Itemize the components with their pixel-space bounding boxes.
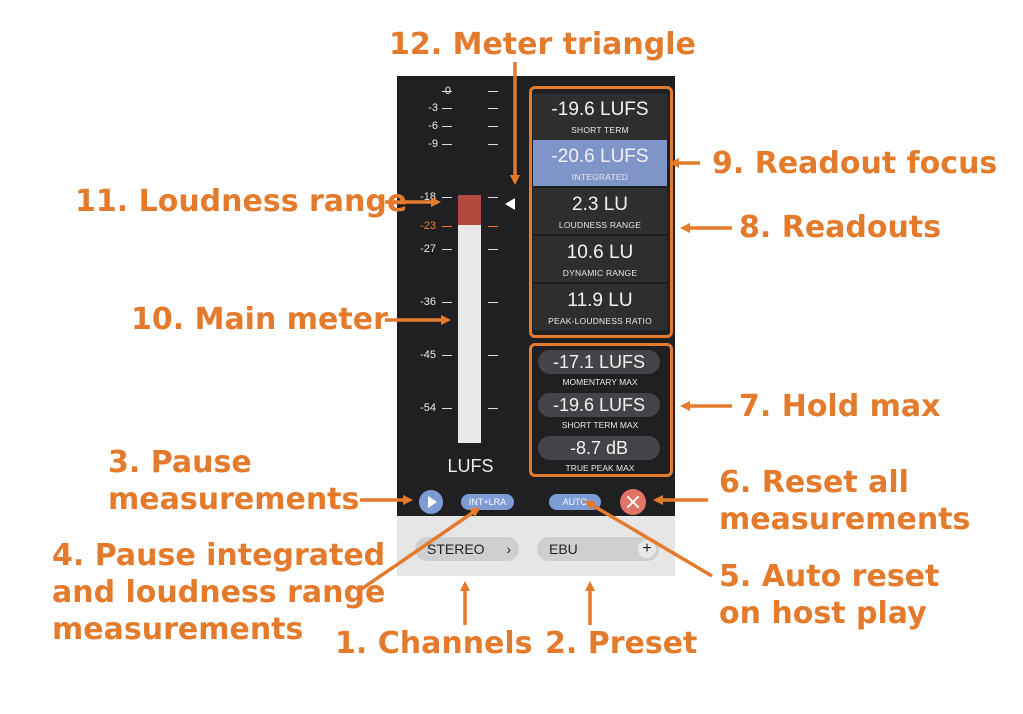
- arrow-auto-reset: [584, 500, 713, 578]
- hold-max-short-term[interactable]: [538, 393, 660, 417]
- callout-reset-line1: 6. Reset all: [719, 465, 909, 500]
- readout-short-term[interactable]: [533, 94, 667, 140]
- chevron-right-icon: ›: [506, 541, 511, 557]
- tick-mark: [488, 91, 498, 92]
- readout-dynamic-range[interactable]: [533, 236, 667, 282]
- readout-value: 11.9 LU: [567, 290, 633, 311]
- tick-mark: [488, 302, 498, 303]
- readout-label: DYNAMIC RANGE: [562, 268, 638, 278]
- tick-label: -9: [428, 138, 438, 150]
- loudness-range-marker: [458, 195, 481, 225]
- readout-label: PEAK-LOUDNESS RATIO: [548, 316, 652, 326]
- plus-icon[interactable]: +: [638, 540, 656, 558]
- tick-mark: [488, 126, 498, 127]
- hold-max-highlight-box: [529, 343, 673, 477]
- readout-value: 10.6 LU: [566, 242, 634, 263]
- hold-max-label: TRUE PEAK MAX: [565, 463, 635, 473]
- int-lra-pause-button[interactable]: INT+LRA: [461, 494, 514, 510]
- tick-mark: [442, 197, 452, 198]
- callout-readouts: 8. Readouts: [739, 210, 942, 245]
- callout-pause-line2: measurements: [108, 482, 360, 517]
- reset-all-icon[interactable]: [620, 489, 646, 515]
- hold-max-label: SHORT TERM MAX: [561, 420, 639, 430]
- tick-label: -54: [420, 402, 436, 414]
- readout-loudness-range[interactable]: [533, 188, 667, 234]
- tick-mark: [442, 408, 452, 409]
- callout-reset-line2: measurements: [719, 502, 971, 537]
- tick-mark: [488, 408, 498, 409]
- callout-main-meter: 10. Main meter: [131, 302, 388, 337]
- arrow-int-lra: [359, 507, 481, 592]
- tick-mark: [442, 126, 452, 127]
- tick-label-target: -23: [420, 220, 436, 232]
- main-meter-bar: [458, 195, 481, 443]
- callout-pause-line1: 3. Pause: [108, 445, 252, 480]
- tick-label: -27: [420, 243, 436, 255]
- readout-integrated-focused[interactable]: [533, 140, 667, 186]
- preset-label: EBU: [549, 541, 578, 557]
- meter-unit-label: LUFS: [447, 456, 494, 476]
- tick-mark: [488, 355, 498, 356]
- tick-mark: [488, 108, 498, 109]
- hold-max-true-peak[interactable]: [538, 436, 660, 460]
- pause-play-button[interactable]: [419, 490, 443, 514]
- callout-meter-triangle: 12. Meter triangle: [389, 27, 696, 62]
- lra-bracket-left: [: [452, 205, 456, 219]
- callout-preset: 2. Preset: [545, 626, 698, 661]
- hold-max-momentary[interactable]: [538, 350, 660, 374]
- callout-int-lra-line2: and loudness range: [52, 575, 386, 610]
- hold-max-value: -17.1 LUFS: [552, 352, 646, 372]
- callout-int-lra-line1: 4. Pause integrated: [52, 538, 386, 573]
- tick-mark: [442, 355, 452, 356]
- tick-mark: [442, 302, 452, 303]
- hold-max-value: -8.7 dB: [569, 438, 629, 458]
- tick-mark: [442, 91, 452, 92]
- hold-max-value: -19.6 LUFS: [552, 395, 646, 415]
- lra-bracket-right: ]: [481, 205, 485, 219]
- readout-label: SHORT TERM: [571, 125, 629, 135]
- tick-mark: [442, 108, 452, 109]
- meter-triangle-icon: [505, 198, 515, 210]
- readout-value: -19.6 LUFS: [551, 99, 649, 120]
- tick-label: -3: [428, 102, 438, 114]
- tick-mark: [442, 249, 452, 250]
- tick-label: -45: [420, 349, 436, 361]
- tick-label: -6: [428, 120, 438, 132]
- callout-hold-max: 7. Hold max: [739, 389, 941, 424]
- tick-mark: [442, 226, 452, 227]
- tick-mark: [488, 249, 498, 250]
- callout-auto-line2: on host play: [719, 596, 927, 631]
- readout-value: -20.6 LUFS: [551, 146, 649, 167]
- tick-mark: [442, 144, 452, 145]
- channels-label: STEREO: [427, 541, 485, 557]
- readout-plr[interactable]: [533, 284, 667, 330]
- callout-loudness-range: 11. Loudness range: [75, 184, 408, 219]
- callout-auto-line1: 5. Auto reset: [719, 559, 940, 594]
- readout-label: LOUDNESS RANGE: [558, 220, 642, 230]
- tick-mark: [488, 226, 498, 227]
- callout-channels: 1. Channels: [335, 626, 533, 661]
- hold-max-label: MOMENTARY MAX: [562, 377, 638, 387]
- callout-readout-focus: 9. Readout focus: [712, 146, 998, 181]
- tick-mark: [488, 144, 498, 145]
- callout-int-lra-line3: measurements: [52, 612, 304, 647]
- tick-mark: [488, 197, 498, 198]
- readout-value: 2.3 LU: [572, 194, 628, 215]
- readouts-highlight-box: [529, 86, 673, 338]
- readout-label: INTEGRATED: [571, 172, 629, 182]
- tick-label: -36: [420, 296, 436, 308]
- preset-selector[interactable]: EBU +: [537, 537, 659, 561]
